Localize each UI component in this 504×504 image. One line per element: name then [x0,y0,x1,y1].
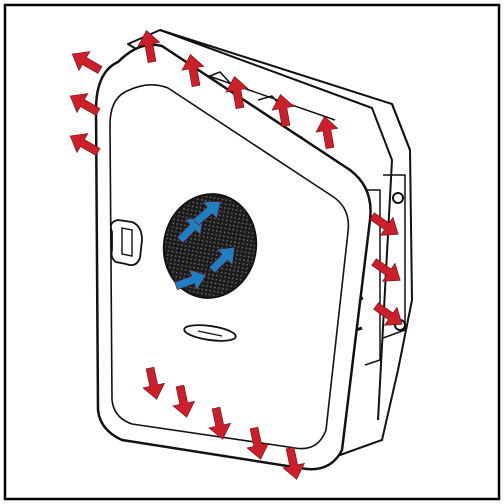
exhaust-arrow-right [371,258,401,282]
exhaust-arrow-left [69,133,101,156]
intake-arrow [176,217,203,244]
exhaust-arrow-bottom [246,426,270,460]
intake-arrow [193,201,221,226]
exhaust-arrow-top [225,76,249,110]
exhaust-arrow-top [181,54,205,88]
exhaust-arrow-left [71,51,103,74]
exhaust-arrow-bottom [208,406,232,440]
exhaust-arrow-bottom [282,446,306,480]
exhaust-arrow-top [137,30,161,64]
cover-handle [109,219,143,267]
exhaust-arrow-top [271,94,295,128]
intake-arrow [208,247,235,274]
exhaust-arrow-bottom [142,366,166,400]
intake-arrow [174,269,207,291]
exhaust-arrow-bottom [172,384,196,418]
exhaust-arrow-left [69,93,101,116]
exhaust-arrow-right [369,212,399,236]
exhaust-arrow-top [315,116,339,150]
exhaust-arrow-right [373,302,403,326]
logo-mark [183,324,237,342]
